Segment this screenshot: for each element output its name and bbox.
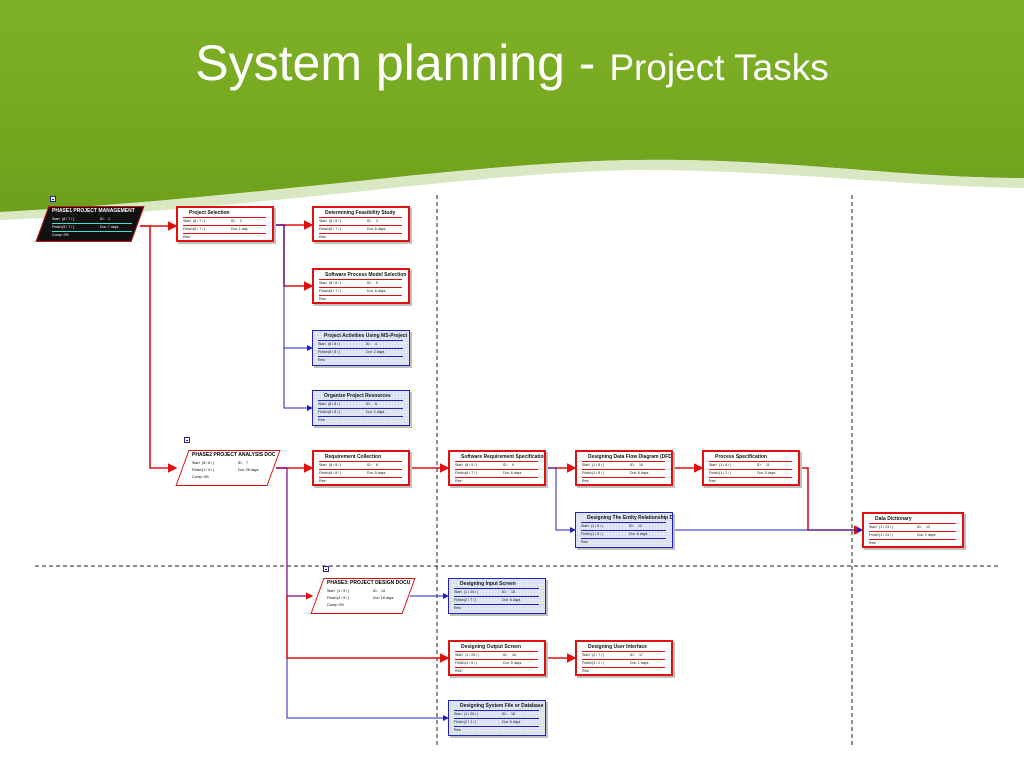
task-name: Project Selection	[189, 210, 230, 216]
task-name: Software Process Model Selection	[325, 272, 407, 278]
connector-normal	[286, 658, 449, 721]
collapse-toggle[interactable]	[50, 196, 56, 202]
connector-critical	[800, 467, 864, 535]
task-node[interactable]: Designing Data Flow Diagram (DFD)Start(1…	[575, 450, 673, 486]
slide-title: System planning - Project Tasks	[0, 34, 1024, 92]
task-name: Organize Project Resources	[324, 393, 391, 399]
title-sub: Project Tasks	[609, 47, 829, 88]
title-main: System planning -	[195, 35, 610, 91]
task-name: Designing User Interface	[588, 644, 647, 650]
summary-name: PHASE1 PROJECT MANAGEMENT	[52, 208, 135, 214]
collapse-toggle[interactable]	[323, 566, 329, 572]
collapse-toggle[interactable]	[184, 437, 190, 443]
connector-critical	[140, 225, 178, 473]
connector-normal	[274, 224, 313, 411]
task-name: Designing Input Screen	[460, 581, 516, 587]
task-name: Designing Data Flow Diagram (DFD)	[588, 454, 671, 460]
summary-name: PHASE2 PROJECT ANALYSIS DOC	[192, 452, 276, 458]
connector-critical	[274, 224, 314, 291]
task-name: Designing Output Screen	[461, 644, 522, 650]
task-name: Process Specification	[715, 454, 767, 460]
task-name: Determining Feasibility Study	[325, 210, 396, 216]
task-name: Project Activities Using MS-Project	[324, 333, 408, 339]
summary-name: PHASE3: PROJECT DESIGN DOCU	[327, 580, 411, 586]
summary-node-phase1[interactable]: PHASE1 PROJECT MANAGEMENT Start(8 / 7 / …	[35, 206, 145, 242]
task-name: Requirement Collection	[325, 454, 382, 460]
task-name: Software Requirement Specification	[461, 454, 544, 460]
connector-normal	[546, 467, 576, 533]
task-name: Designing System File or Database	[460, 703, 544, 709]
task-name: Data Dictionary	[875, 516, 912, 522]
task-name: Designing The Entity Relationship D	[587, 515, 672, 521]
connector-mixed	[276, 467, 314, 600]
summary-node-phase2[interactable]: PHASE2 PROJECT ANALYSIS DOC Start(8 / 8 …	[175, 450, 281, 486]
summary-node-phase3[interactable]: PHASE3: PROJECT DESIGN DOCU Start(1 / 9 …	[310, 578, 416, 614]
